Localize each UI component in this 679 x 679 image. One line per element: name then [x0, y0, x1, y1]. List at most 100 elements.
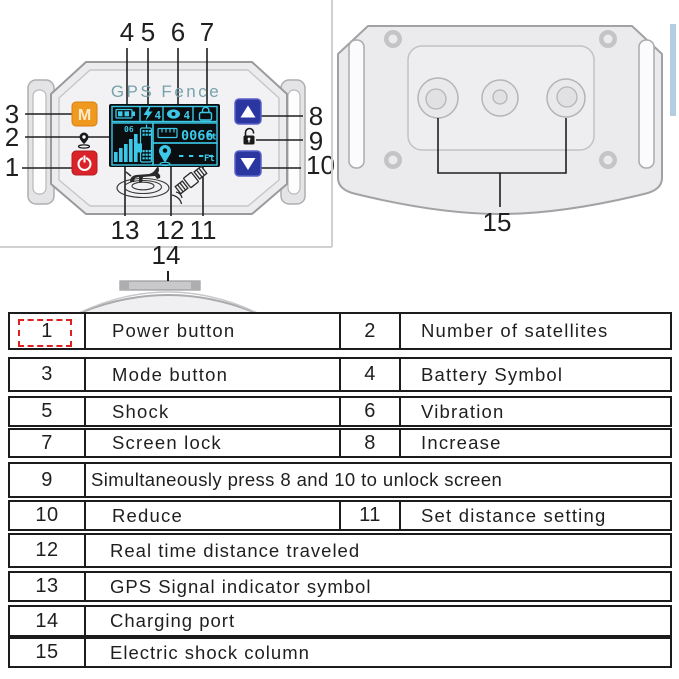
leader-lines-front	[22, 48, 303, 216]
callout-7: 7	[199, 17, 215, 47]
legend-row-5: 9 Simultaneously press 8 and 10 to unloc…	[8, 462, 672, 498]
unlock-icon	[243, 127, 255, 145]
shock-columns	[417, 77, 586, 119]
gps-handheld-icon	[136, 124, 153, 163]
legend-row-7: 12 Real time distance traveled	[8, 533, 672, 568]
shock-icon	[143, 106, 153, 121]
callout-13: 13	[110, 215, 140, 245]
legend-label: Simultaneously press 8 and 10 to unlock …	[84, 464, 670, 496]
dog-range-icon	[116, 166, 170, 199]
legend-label: Increase	[399, 430, 670, 456]
legend-label: Charging port	[84, 607, 670, 635]
legend-row-3: 5 Shock 6 Vibration	[8, 396, 672, 427]
screen-title: GPS Fence	[111, 82, 221, 101]
legend-num: 8	[339, 430, 399, 456]
legend-label: Reduce	[84, 502, 339, 529]
legend-label: Number of satellites	[399, 314, 670, 348]
callout-15: 15	[482, 207, 512, 237]
callout-8: 8	[308, 101, 324, 131]
callout-11: 11	[189, 215, 217, 245]
distance-value: 0066	[181, 128, 214, 144]
charging-port	[119, 280, 201, 291]
strap-slot-left	[32, 89, 47, 195]
legend-num: 9	[41, 468, 53, 491]
legend-num: 4	[339, 359, 399, 390]
device-top-arc	[77, 294, 259, 313]
legend-row-10: 15 Electric shock column	[8, 637, 672, 668]
legend-num: 1	[10, 314, 84, 348]
strap-slot-right	[287, 89, 301, 195]
legend-num: 10	[35, 504, 59, 526]
legend-num: 13	[35, 575, 59, 597]
back-strap-slot-left	[348, 39, 365, 169]
legend-table: 1 Power button 2 Number of satellites 3 …	[8, 312, 672, 672]
legend-label: Screen lock	[84, 430, 339, 456]
satellite-icon	[171, 165, 208, 205]
legend-num: 3	[41, 363, 53, 385]
vibration-icon	[167, 109, 180, 119]
signal-bars-icon	[114, 134, 138, 162]
reduce-button	[234, 150, 262, 177]
legend-num: 5	[41, 400, 53, 422]
mode-button: M	[71, 101, 98, 127]
image-divider-horizontal	[0, 246, 332, 248]
edge-strip	[670, 24, 676, 116]
gps-pin-icon	[77, 132, 91, 149]
satellite-count: 06	[124, 125, 134, 134]
battery-icon	[115, 108, 135, 119]
screen-lock-icon	[198, 106, 213, 121]
legend-num: 2	[339, 314, 399, 348]
legend-label: GPS Signal indicator symbol	[84, 573, 670, 600]
vibration-level: 4	[184, 109, 191, 122]
device-inner-arc	[77, 291, 259, 313]
image-divider-vertical	[331, 0, 333, 247]
power-button	[71, 150, 98, 176]
legend-label: Shock	[84, 398, 339, 425]
callout-3: 3	[4, 99, 20, 129]
leader-line-14	[167, 271, 169, 281]
ruler-icon	[157, 127, 178, 139]
legend-row-1: 1 Power button 2 Number of satellites	[8, 312, 672, 350]
legend-row-4: 7 Screen lock 8 Increase	[8, 428, 672, 458]
legend-label: Mode button	[84, 359, 339, 390]
legend-row-6: 10 Reduce 11 Set distance setting	[8, 500, 672, 531]
distance-unit: Ft	[206, 133, 217, 143]
legend-label: Battery Symbol	[399, 359, 670, 390]
legend-num: 11	[339, 502, 399, 529]
callout-9: 9	[308, 126, 324, 156]
oled-grid	[111, 105, 218, 166]
traveled-unit: Ft	[204, 154, 215, 164]
legend-label: Real time distance traveled	[84, 535, 670, 566]
legend-num: 12	[35, 539, 59, 561]
callout-2: 2	[4, 122, 20, 152]
legend-num: 7	[41, 431, 53, 454]
highlight-box	[18, 319, 72, 347]
callout-14: 14	[151, 240, 181, 270]
legend-num: 15	[35, 641, 59, 663]
callout-12: 12	[155, 215, 185, 245]
legend-num: 14	[35, 609, 59, 632]
back-strap-slot-right	[638, 39, 655, 169]
legend-label: Electric shock column	[84, 639, 670, 666]
legend-row-9: 14 Charging port	[8, 605, 672, 637]
leader-lines-back	[437, 118, 567, 207]
increase-button	[234, 98, 262, 125]
charging-port-view	[77, 280, 259, 313]
svg-text:M: M	[78, 107, 91, 124]
callout-5: 5	[140, 17, 156, 47]
legend-num: 6	[339, 398, 399, 425]
callout-6: 6	[170, 17, 186, 47]
legend-label: Power button	[84, 314, 339, 348]
location-pin-icon	[159, 145, 171, 167]
legend-label: Vibration	[399, 398, 670, 425]
callout-1: 1	[4, 152, 20, 182]
callout-4: 4	[119, 17, 135, 47]
legend-label: Set distance setting	[399, 502, 670, 529]
legend-row-2: 3 Mode button 4 Battery Symbol	[8, 357, 672, 392]
shock-level: 4	[155, 109, 162, 122]
collar-back-view	[337, 25, 663, 215]
legend-row-8: 13 GPS Signal indicator symbol	[8, 571, 672, 602]
callout-10: 10	[306, 150, 335, 180]
traveled-dashes: ----	[177, 148, 217, 164]
